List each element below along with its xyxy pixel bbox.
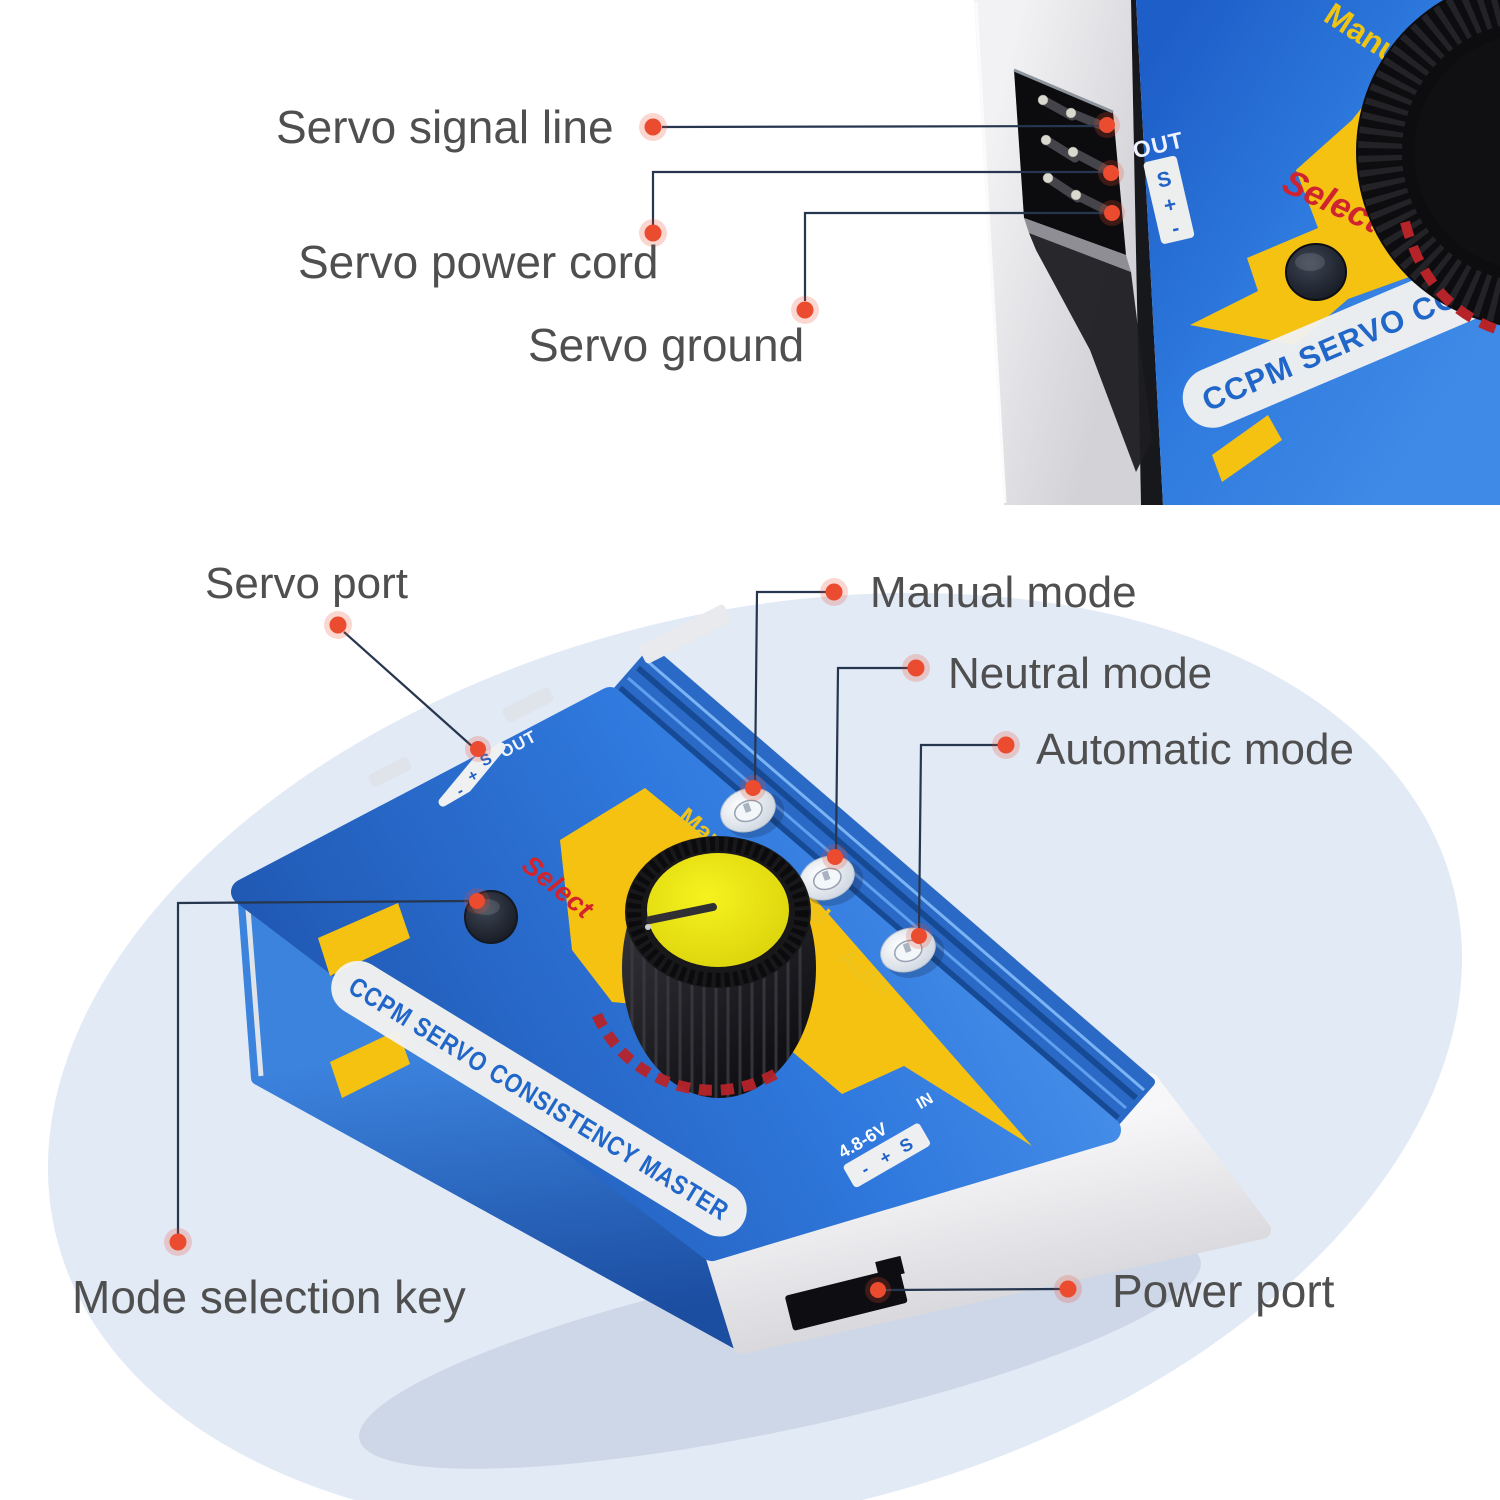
dot-led-auto [911, 928, 927, 944]
photo-top-connector: Manual OUT S + - Select CCPM SERVO CONSI… [974, 0, 1500, 505]
label-servo-power-cord: Servo power cord [298, 236, 659, 288]
dot-servo-signal-label [644, 118, 662, 136]
dot-mode-key-target [469, 893, 485, 909]
edge-tab [368, 757, 412, 787]
leader-servo-power-cord [651, 170, 1104, 225]
ridge-band [605, 647, 1155, 1135]
dot-mode-key-label [169, 1233, 187, 1251]
dot-manual-label [825, 583, 843, 601]
dot-servo-power-label [644, 224, 662, 242]
dot-power-port-label [1059, 1280, 1077, 1298]
knob-pointer [646, 903, 717, 924]
dot-pin-signal [1099, 117, 1115, 133]
label-automatic-mode: Automatic mode [1036, 725, 1354, 774]
dot-servo-port-label [329, 616, 347, 634]
leader-neutral-mode [834, 666, 908, 852]
dot-led-neutral [827, 849, 843, 865]
dot-servo-ground-label [796, 301, 814, 319]
leader-automatic-mode [917, 743, 998, 931]
led-manual [720, 787, 785, 838]
dot-servo-port-target [470, 741, 486, 757]
servo-pins [1037, 94, 1115, 217]
dot-pin-ground [1104, 205, 1120, 221]
label-power-port: Power port [1112, 1265, 1335, 1317]
recess-chamfer [1024, 218, 1131, 272]
leader-manual-mode [753, 590, 826, 783]
knob-scale-arc [1400, 220, 1500, 336]
knob-scale-arc [591, 1012, 780, 1096]
mode-select-button [1285, 243, 1347, 301]
label-mode-selection-key: Mode selection key [72, 1271, 466, 1323]
dot-power-port-target [870, 1282, 886, 1298]
pin-s-text: S [1155, 167, 1174, 193]
photo-center-device: CCPM SERVO CONSISTENCY MASTER OUT S + - … [231, 604, 1271, 1469]
leader-servo-ground [803, 211, 1105, 301]
bolt-tail [1212, 415, 1282, 482]
rotary-knob [1356, 0, 1500, 326]
leader-mode-selection-key [176, 899, 471, 1234]
led-neutral [799, 855, 864, 906]
callout-labels: Servo signal line Servo power cord Servo… [72, 101, 1354, 1323]
leader-lines [176, 124, 1105, 1292]
edge-tab [639, 604, 731, 664]
in-text: IN [914, 1090, 936, 1113]
pin-minus-text: - [1170, 217, 1182, 241]
leader-servo-signal-line [661, 124, 1101, 129]
leader-servo-port [343, 631, 475, 749]
dot-neutral-label [907, 659, 925, 677]
left-edge-highlight [244, 895, 264, 1077]
label-servo-ground: Servo ground [528, 319, 804, 371]
label-manual-mode: Manual mode [870, 568, 1137, 617]
label-servo-signal-line: Servo signal line [276, 101, 614, 153]
dot-automatic-label [997, 736, 1015, 754]
power-input-label: 4.8-6V IN - + S [835, 1090, 936, 1188]
rotary-knob [622, 836, 816, 1098]
leader-power-port [885, 1287, 1061, 1292]
label-servo-port: Servo port [205, 559, 408, 608]
label-neutral-mode: Neutral mode [948, 649, 1212, 698]
recess-shadow [1029, 233, 1152, 472]
dot-pin-power [1103, 165, 1119, 181]
callout-dots [164, 112, 1125, 1303]
dot-led-manual [745, 780, 761, 796]
pin-plus-text: + [1162, 193, 1179, 218]
edge-tab [502, 687, 554, 723]
